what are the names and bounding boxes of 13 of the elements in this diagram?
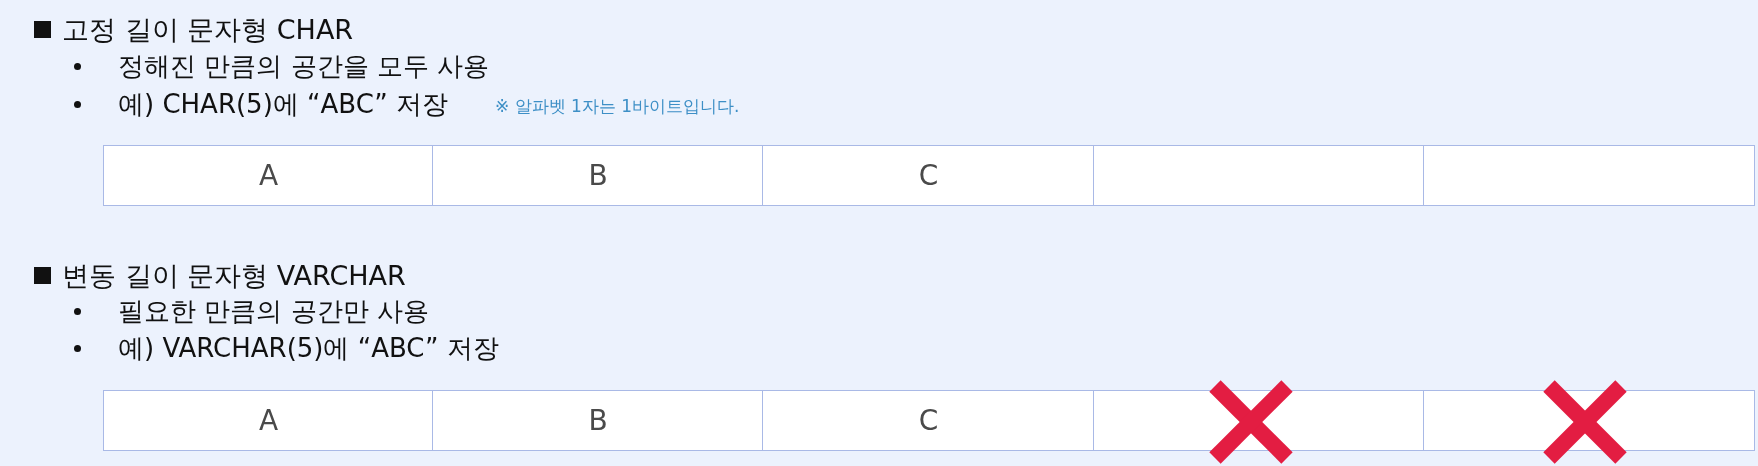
- table-cell: B: [432, 390, 764, 451]
- table-cell: C: [762, 390, 1095, 451]
- table-cell: C: [762, 145, 1095, 206]
- table-cell: A: [103, 390, 434, 451]
- section-heading: 변동 길이 문자형 VARCHAR: [62, 258, 406, 293]
- bullet-text: 예) CHAR(5)에 “ABC” 저장: [118, 88, 449, 121]
- table-cell: A: [103, 145, 434, 206]
- table-cell: B: [432, 145, 764, 206]
- section-heading: 고정 길이 문자형 CHAR: [62, 12, 354, 47]
- note-text: ※ 알파벳 1자는 1바이트입니다.: [495, 95, 740, 117]
- bullet-text: 필요한 만큼의 공간만 사용: [118, 295, 429, 328]
- bullet-text: 정해진 만큼의 공간을 모두 사용: [118, 50, 490, 83]
- bullet-text: 예) VARCHAR(5)에 “ABC” 저장: [118, 332, 499, 365]
